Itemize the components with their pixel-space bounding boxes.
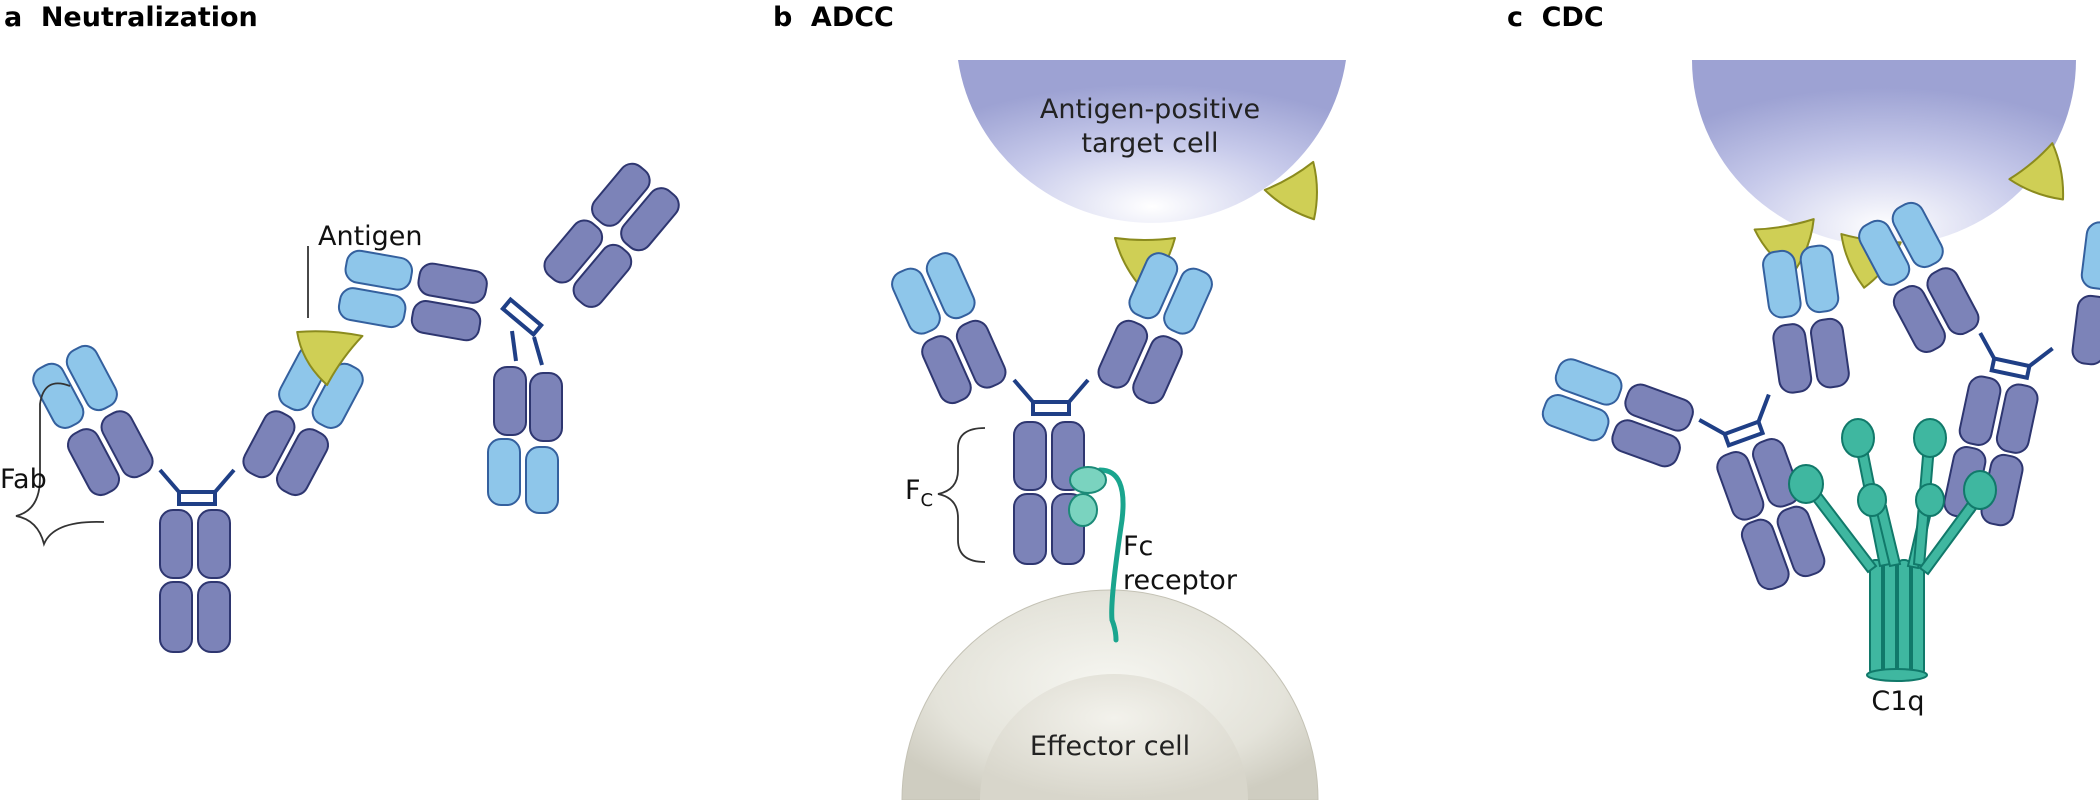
- fc-label-sub: C: [921, 490, 934, 511]
- fc-receptor: [1068, 466, 1126, 643]
- fc-label-main: F: [905, 475, 921, 506]
- target-cell-c: [1680, 40, 2090, 246]
- panel-b-letter: b: [773, 2, 792, 33]
- panel-b-title: b ADCC: [773, 2, 894, 33]
- antibody-main: [32, 344, 364, 653]
- panel-b-diagram: Antigen-positive target cell Effector ce…: [891, 40, 1360, 800]
- fab-bracket: [15, 382, 105, 547]
- target-cell-label-line2: target cell: [1081, 128, 1218, 159]
- fc-label: FC: [905, 475, 933, 511]
- antibody-cdc-left: [1541, 244, 1850, 591]
- fc-receptor-label-line1: Fc: [1123, 531, 1153, 562]
- target-cell-label-line1: Antigen-positive: [1040, 94, 1260, 125]
- c1q-label: C1q: [1871, 686, 1924, 717]
- fab-label: Fab: [0, 464, 47, 495]
- antigen-label: Antigen: [318, 221, 423, 252]
- panel-c-diagram: C1q: [1541, 40, 2100, 717]
- panel-a-letter: a: [4, 2, 22, 33]
- panel-b-label: ADCC: [811, 2, 894, 33]
- effector-cell: [901, 589, 1319, 800]
- c1q-complex: [1788, 418, 1997, 682]
- panel-c-label: CDC: [1542, 2, 1604, 33]
- fc-receptor-label-line2: receptor: [1123, 565, 1238, 596]
- antigen-triangle-b2: [1263, 160, 1318, 221]
- effector-cell-label: Effector cell: [1030, 731, 1190, 762]
- panel-c-title: c CDC: [1507, 2, 1604, 33]
- panel-a-title: a Neutralization: [4, 2, 258, 33]
- panel-c-letter: c: [1507, 2, 1523, 33]
- target-cell-b: [950, 40, 1360, 223]
- antigen-triangle-a: [296, 330, 364, 386]
- fc-bracket: [937, 427, 986, 563]
- antibody-adcc: [891, 252, 1213, 565]
- antibody-cdc-right: [1858, 201, 2100, 527]
- antigen-triangle-c3: [2008, 142, 2065, 201]
- panel-a-label: Neutralization: [41, 2, 258, 33]
- antibody-bound: [337, 162, 680, 514]
- panel-a-diagram: Fab Antigen: [0, 162, 680, 653]
